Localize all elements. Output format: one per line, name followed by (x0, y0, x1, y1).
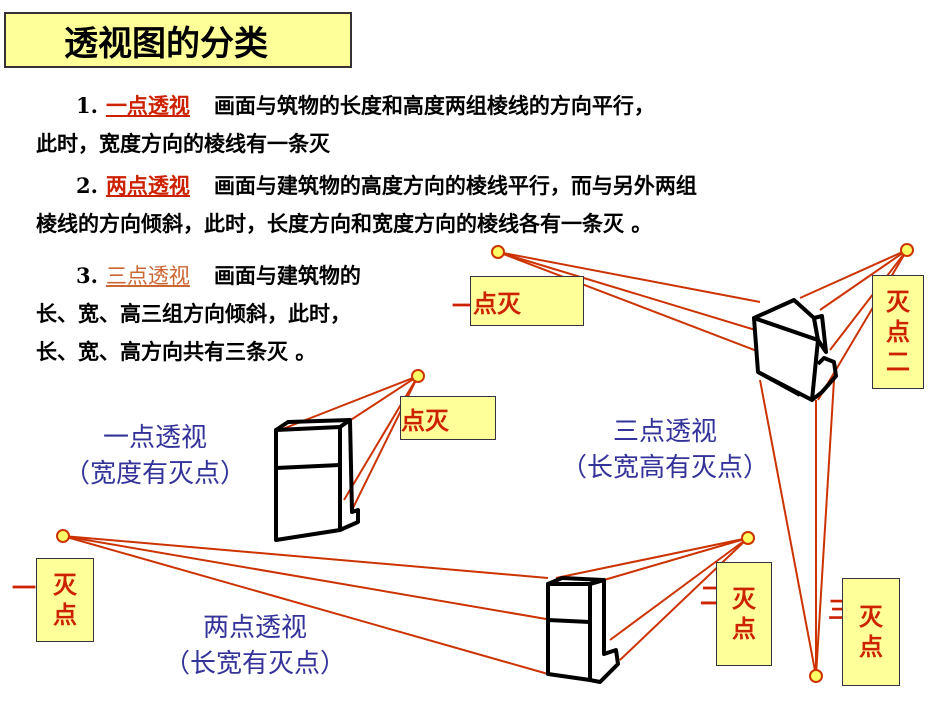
one-point-box (274, 418, 360, 542)
vp-label-two-point-2: 灭 点 (716, 562, 772, 666)
caption-line: （长宽高有灭点） (560, 453, 769, 483)
vp-label-char: 二 (886, 348, 910, 376)
vanishing-points (56, 243, 914, 683)
vp-label-char: 点 (732, 615, 756, 643)
vp-label-char: 灭 (732, 585, 756, 613)
vp-label-char: 灭 (53, 571, 77, 599)
vp-label-three-point-2: 灭 点 二 (872, 275, 924, 389)
paragraph-three-point-line1: 3. 三点透视画面与建筑物的 (76, 256, 361, 296)
caption-line: （长宽有灭点） (163, 649, 346, 679)
two-point-lines (62, 535, 749, 675)
vp-label-prefix: 一 (12, 574, 36, 602)
vp-label-char: 灭 (886, 288, 910, 316)
three-point-box (752, 298, 838, 402)
paragraph-text: 画面与建筑物的高度方向的棱线平行，而与另外两组 (213, 173, 697, 198)
two-point-box (546, 576, 620, 684)
vanishing-point (900, 243, 914, 257)
paragraph-three-point-line2: 长、宽、高三组方向倾斜，此时， (36, 294, 351, 334)
caption-line: （宽度有灭点） (63, 459, 246, 489)
paragraph-number: 1. (76, 93, 98, 118)
vp-label-three-point-3: 灭 点 (842, 578, 900, 686)
term-one-point: 一点透视 (105, 93, 190, 118)
paragraph-two-point-line1: 2. 两点透视画面与建筑物的高度方向的棱线平行，而与另外两组 (76, 166, 697, 206)
vp-label-char: 点 (859, 633, 883, 661)
vanishing-point (809, 669, 823, 683)
vp-label-one-point: 点灭 (400, 396, 496, 440)
paragraph-text: 画面与筑物的长度和高度两组棱线的方向平行， (213, 93, 655, 118)
vp-label-three-point-1: 点灭 (470, 276, 584, 326)
slide-title: 透视图的分类 (4, 12, 352, 68)
paragraph-text: 此时，宽度方向的棱线有一条灭 (36, 131, 330, 156)
caption-one-point: 一点透视 （宽度有灭点） (50, 420, 260, 492)
term-two-point: 两点透视 (105, 173, 190, 198)
caption-line: 三点透视 (612, 417, 717, 447)
paragraph-one-point-line2: 此时，宽度方向的棱线有一条灭 (36, 124, 330, 164)
paragraph-number: 2. (76, 173, 98, 198)
vanishing-point (741, 531, 755, 545)
paragraph-two-point-line2: 棱线的方向倾斜，此时，长度方向和宽度方向的棱线各有一条灭 。 (36, 204, 652, 244)
paragraph-text: 棱线的方向倾斜，此时，长度方向和宽度方向的棱线各有一条灭 。 (36, 211, 653, 236)
paragraph-one-point-line1: 1. 一点透视画面与筑物的长度和高度两组棱线的方向平行， (76, 86, 655, 126)
vp-label-char: 点 (886, 318, 910, 346)
paragraph-text: 长、宽、高三组方向倾斜，此时， (36, 301, 351, 326)
caption-line: 两点透视 (202, 613, 307, 643)
vanishing-point (491, 245, 505, 259)
paragraph-three-point-line3: 长、宽、高方向共有三条灭 。 (36, 332, 316, 372)
vp-label-char: 灭 (859, 603, 883, 631)
caption-three-point: 三点透视 （长宽高有灭点） (545, 414, 785, 486)
paragraph-text: 长、宽、高方向共有三条灭 。 (36, 339, 317, 364)
caption-line: 一点透视 (102, 423, 207, 453)
vanishing-point (56, 529, 70, 543)
vp-label-two-point-1: 灭 点 (36, 558, 94, 642)
vanishing-point (411, 369, 425, 383)
term-three-point: 三点透视 (105, 264, 190, 288)
caption-two-point: 两点透视 （长宽有灭点） (145, 610, 365, 682)
paragraph-number: 3. (76, 263, 98, 288)
paragraph-text: 画面与建筑物的 (213, 263, 361, 288)
vp-label-char: 点 (53, 601, 77, 629)
